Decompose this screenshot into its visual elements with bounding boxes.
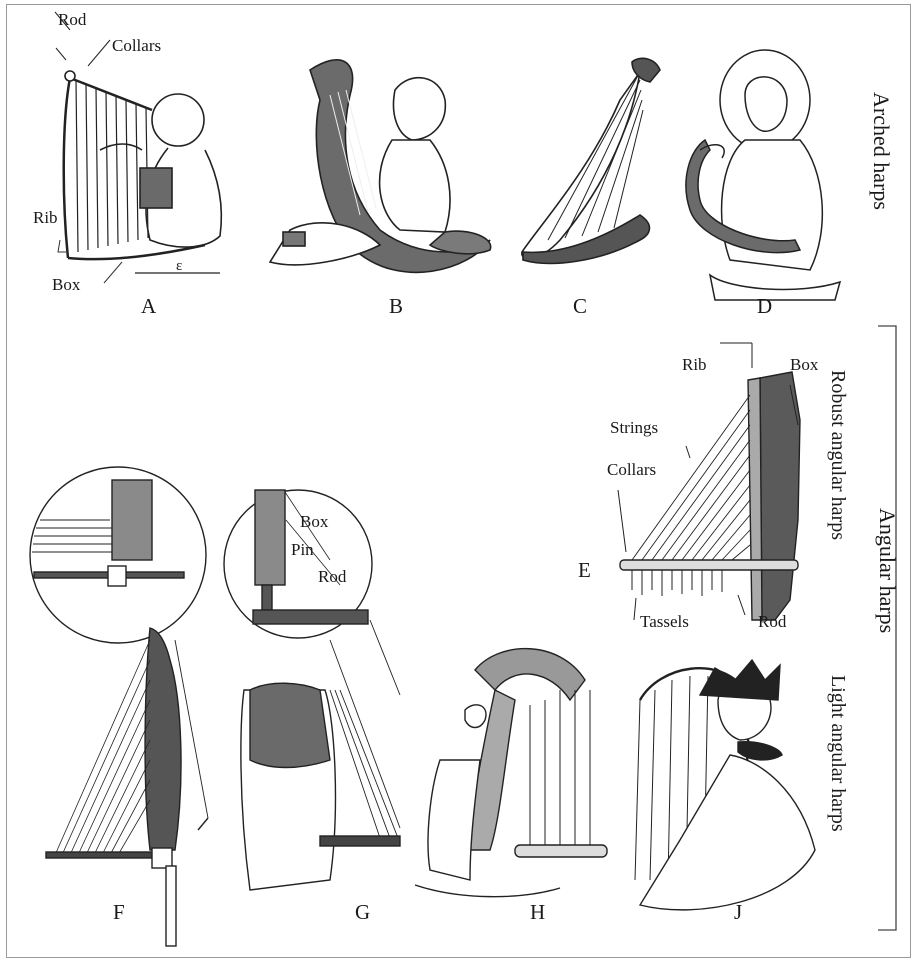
label-g-box: Box (300, 512, 328, 532)
section-title-arched: Arched harps (868, 92, 894, 210)
caption-e: E (578, 558, 591, 583)
caption-c: C (573, 294, 587, 319)
label-e-strings: Strings (610, 418, 658, 438)
caption-h: H (530, 900, 545, 925)
harp-f-drawing (30, 467, 208, 946)
caption-b: B (389, 294, 403, 319)
label-a-rib: Rib (33, 208, 58, 228)
label-e-collars: Collars (607, 460, 656, 480)
caption-g: G (355, 900, 370, 925)
label-a-scale: ε (176, 258, 182, 275)
harp-d-drawing (686, 50, 840, 300)
label-e-box: Box (790, 355, 818, 375)
label-a-rod: Rod (58, 10, 86, 30)
harp-j-drawing (635, 660, 815, 910)
label-e-rod: Rod (758, 612, 786, 632)
section-title-robust: Robust angular harps (826, 370, 849, 540)
harp-h-drawing (415, 649, 607, 897)
caption-a: A (141, 294, 156, 319)
section-title-angular: Angular harps (874, 508, 900, 633)
label-g-rod: Rod (318, 567, 346, 587)
label-e-tassels: Tassels (640, 612, 689, 632)
label-e-rib: Rib (682, 355, 707, 375)
harp-c-drawing (522, 58, 660, 263)
harp-b-drawing (270, 60, 491, 273)
label-a-box: Box (52, 275, 80, 295)
caption-d: D (757, 294, 772, 319)
caption-j: J (734, 900, 742, 925)
caption-f: F (113, 900, 125, 925)
section-title-light: Light angular harps (826, 675, 849, 832)
label-a-collars: Collars (112, 36, 161, 56)
harp-e-drawing (618, 343, 800, 620)
label-g-pin: Pin (291, 540, 314, 560)
